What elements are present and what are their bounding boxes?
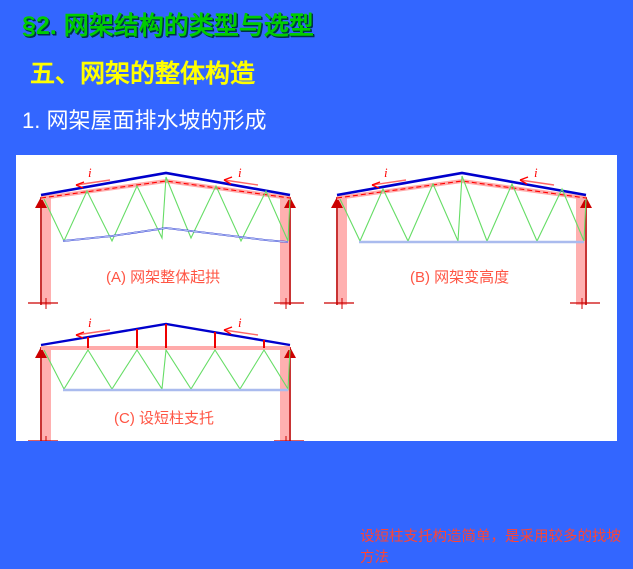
svg-text:i: i: [384, 165, 388, 180]
svg-text:i: i: [238, 165, 242, 180]
svg-text:i: i: [88, 165, 92, 180]
page-title: §2. 网架结构的类型与选型: [22, 12, 314, 40]
svg-text:i: i: [88, 315, 92, 330]
figure-a-column-right: [274, 197, 304, 309]
svg-text:i: i: [238, 315, 242, 330]
explanatory-note: 设短柱支托构造简单，是采用较多的找坡方法: [360, 529, 621, 567]
figure-b: i i (B) 网架变高度: [324, 165, 600, 309]
truss-diagrams-svg: i i (A) 网架整体起拱: [28, 165, 600, 441]
figure-a-column-left: [28, 197, 58, 309]
figure-c: i i (C) 设短柱支托: [28, 315, 304, 441]
figure-c-slope-mark-left: i: [75, 315, 111, 339]
figure-b-column-left: [324, 197, 354, 309]
section-subtitle: 五、网架的整体构造: [30, 60, 256, 88]
diagram-panel: i i (A) 网架整体起拱: [16, 155, 621, 566]
svg-text:i: i: [534, 165, 538, 180]
figure-c-slope-mark-right: i: [223, 315, 259, 336]
figure-c-column-left: [28, 347, 58, 441]
figure-b-slope-mark-right: i: [519, 165, 555, 186]
figure-b-caption: (B) 网架变高度: [410, 269, 509, 286]
figure-a-caption: (A) 网架整体起拱: [106, 269, 220, 286]
figure-b-slope-mark-left: i: [371, 165, 407, 189]
figure-c-short-posts: [87, 324, 265, 348]
slide-root: §2. 网架结构的类型与选型 五、网架的整体构造 1. 网架屋面排水坡的形成: [16, 12, 621, 566]
figure-c-caption: (C) 设短柱支托: [114, 410, 214, 427]
figure-a: i i (A) 网架整体起拱: [28, 165, 304, 309]
figure-a-slope-mark-left: i: [75, 165, 111, 189]
topic-heading: 1. 网架屋面排水坡的形成: [22, 108, 267, 133]
figure-a-slope-mark-right: i: [223, 165, 259, 186]
